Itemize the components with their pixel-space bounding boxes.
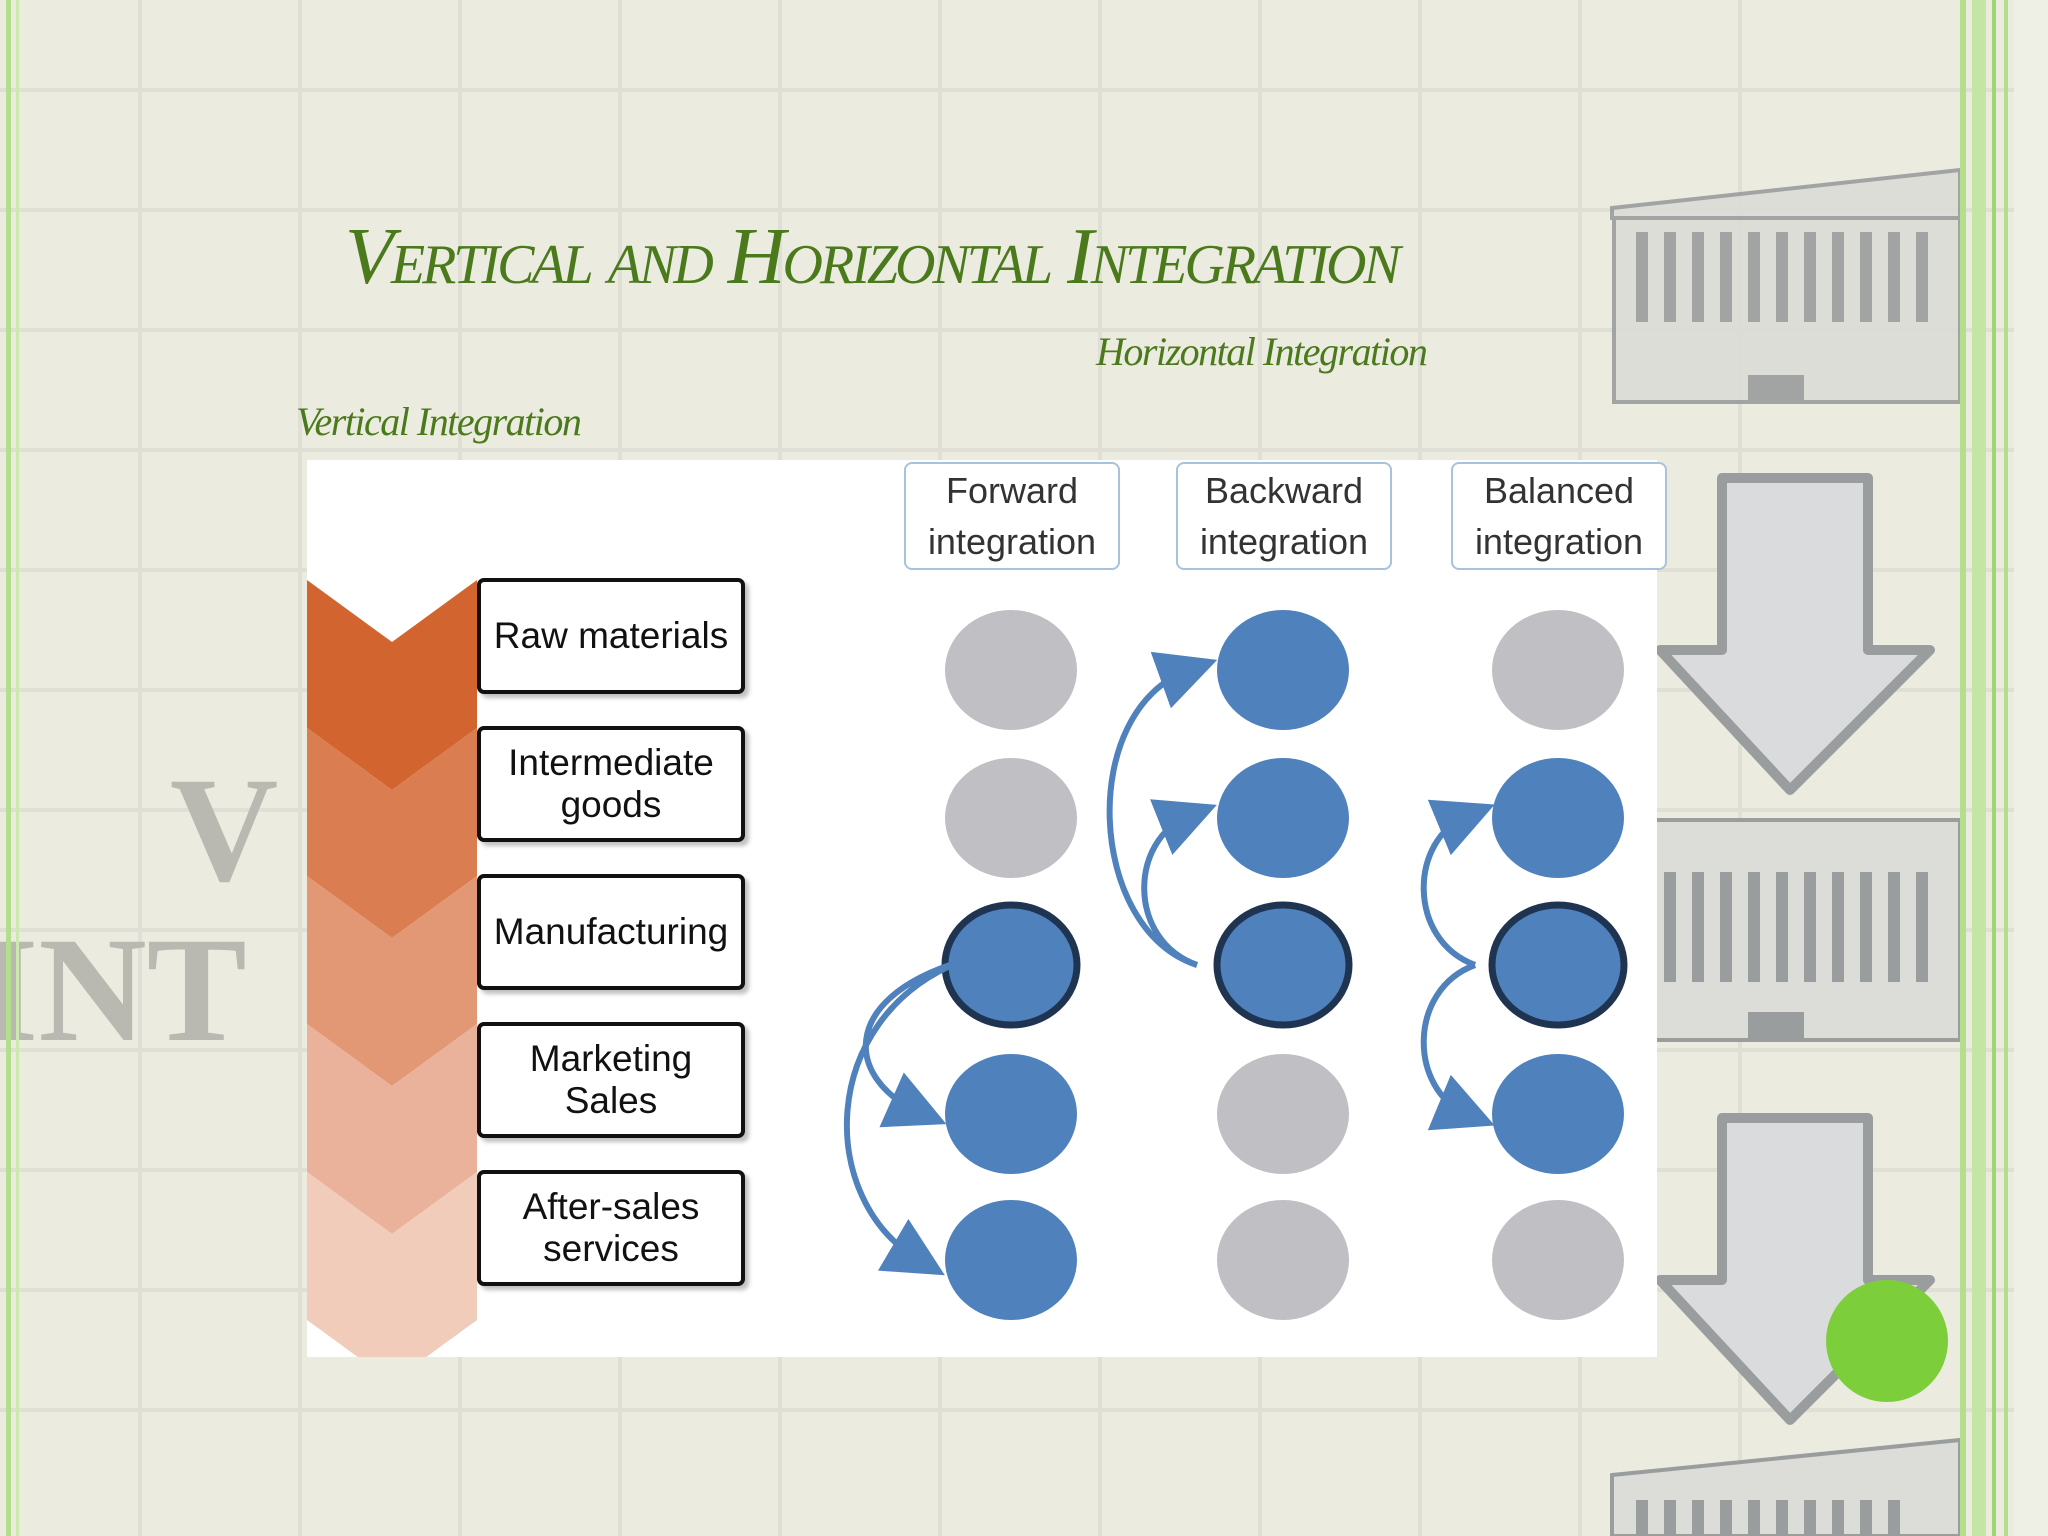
integration-column-header: Forward integration <box>904 462 1120 570</box>
stage-label: Manufacturing <box>493 911 729 952</box>
forward-arrow-long <box>843 959 961 1276</box>
integration-node-blue <box>1217 610 1349 730</box>
value-chain-chevron <box>307 728 477 938</box>
integration-node-gray <box>1217 1054 1349 1174</box>
column-header-label: Backward integration <box>1199 470 1369 562</box>
green-frame-lines <box>6 0 2048 1536</box>
integration-node-gray <box>1217 1200 1349 1320</box>
value-chain-chevron <box>307 876 477 1086</box>
watermark-letters-int: INT <box>0 907 247 1073</box>
down-arrow-icon <box>1655 473 1935 795</box>
building-icon <box>1610 1437 1962 1536</box>
backward-arrow-long <box>1106 651 1218 968</box>
decorative-green-dot <box>1826 1280 1948 1402</box>
value-chain-stage: Manufacturing <box>477 874 745 990</box>
integration-node-focus <box>941 901 1081 1029</box>
balanced-arrow-down <box>1420 962 1495 1131</box>
backward-arrow-short <box>1141 799 1217 968</box>
value-chain-stage: After-sales services <box>477 1170 745 1286</box>
integration-node-focus <box>1213 901 1353 1029</box>
integration-node-gray <box>1492 1200 1624 1320</box>
stage-label: Intermediate goods <box>508 742 714 825</box>
building-icon <box>1610 167 1962 404</box>
stage-label: Raw materials <box>493 615 729 656</box>
diagram-graphics <box>307 580 1628 1357</box>
slide-title: Vertical and Horizontal Integration <box>345 213 1401 301</box>
integration-column-header: Backward integration <box>1176 462 1392 570</box>
integration-node-blue <box>1492 758 1624 878</box>
value-chain-chevron <box>307 1024 477 1234</box>
column-header-label: Forward integration <box>927 470 1097 562</box>
integration-node-focus <box>1488 901 1628 1029</box>
column-header-label: Balanced integration <box>1474 470 1644 562</box>
integration-node-blue <box>1492 1054 1624 1174</box>
integration-node-gray <box>945 758 1077 878</box>
value-chain-chevron <box>307 1172 477 1357</box>
vertical-integration-label: Vertical Integration <box>296 399 582 444</box>
stage-label: After-sales services <box>522 1186 700 1269</box>
integration-node-gray <box>1492 610 1624 730</box>
balanced-arrow-up <box>1420 799 1495 968</box>
stage-label: Marketing Sales <box>529 1038 693 1121</box>
integration-node-blue <box>945 1054 1077 1174</box>
value-chain-stage: Marketing Sales <box>477 1022 745 1138</box>
integration-node-blue <box>1217 758 1349 878</box>
value-chain-chevron <box>307 580 477 790</box>
horizontal-integration-label: Horizontal Integration <box>1096 329 1428 374</box>
value-chain-stage: Intermediate goods <box>477 726 745 842</box>
integration-node-blue <box>945 1200 1077 1320</box>
integration-column-header: Balanced integration <box>1451 462 1667 570</box>
integration-node-gray <box>945 610 1077 730</box>
building-icon <box>1612 818 1962 1042</box>
watermark-letter-v: V <box>170 747 278 913</box>
value-chain-stage: Raw materials <box>477 578 745 694</box>
